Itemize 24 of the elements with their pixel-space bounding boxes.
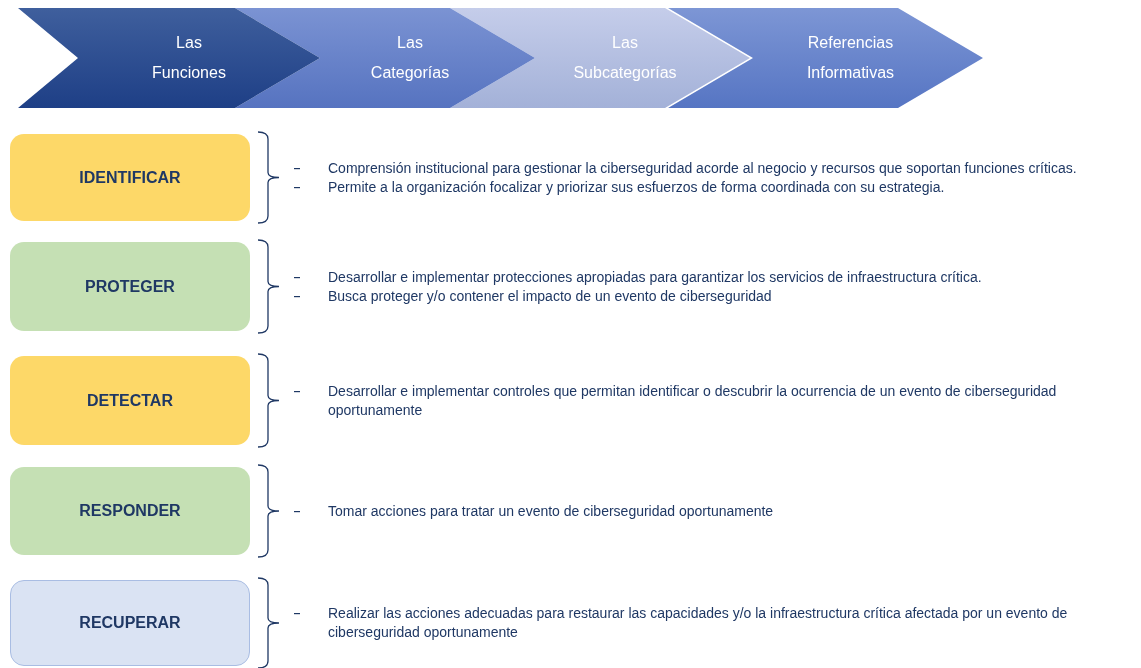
function-label: IDENTIFICAR [79, 167, 181, 188]
chevron-label: Las Subcategorías [573, 33, 677, 83]
function-label: RECUPERAR [79, 613, 181, 633]
chevron-banner [450, 8, 750, 108]
function-label: PROTEGER [85, 276, 175, 297]
function-box [10, 242, 250, 331]
description-text: Comprensión institucional para gestionar la ciberseguridad acorde al negocio y recursos que soportan funciones críticas. [328, 158, 1077, 178]
chevron-label: Las Categorías [370, 33, 450, 83]
description-text: Busca proteger y/o contener el impacto de un evento de ciberseguridad [328, 286, 772, 306]
function-box [10, 467, 250, 555]
chevron-label: Las Funciones [152, 33, 226, 83]
chevron-banner [18, 8, 320, 108]
function-box [10, 580, 250, 666]
function-label: DETECTAR [87, 390, 173, 411]
chevron-label: Referencias Informativas [806, 33, 895, 83]
description-text: Realizar las acciones adecuadas para restaurar las capacidades y/o la infraestructura crítica afectada por un evento de ciberseguridad oportunamente [328, 604, 1069, 642]
description-text: Desarrollar e implementar controles que permitan identificar o descubrir la ocurrencia de un evento de ciberseguridad oportunamente [328, 381, 1058, 420]
description-text: Desarrollar e implementar protecciones apropiadas para garantizar los servicios de infraestructura crítica. [328, 267, 982, 287]
function-box [10, 134, 250, 221]
function-box [10, 356, 250, 445]
description-text: Permite a la organización focalizar y priorizar sus esfuerzos de forma coordinada con su estrategia. [328, 177, 945, 197]
chevron-banner [235, 8, 535, 108]
description-text: Tomar acciones para tratar un evento de ciberseguridad oportunamente [328, 501, 774, 521]
function-label: RESPONDER [79, 501, 181, 521]
